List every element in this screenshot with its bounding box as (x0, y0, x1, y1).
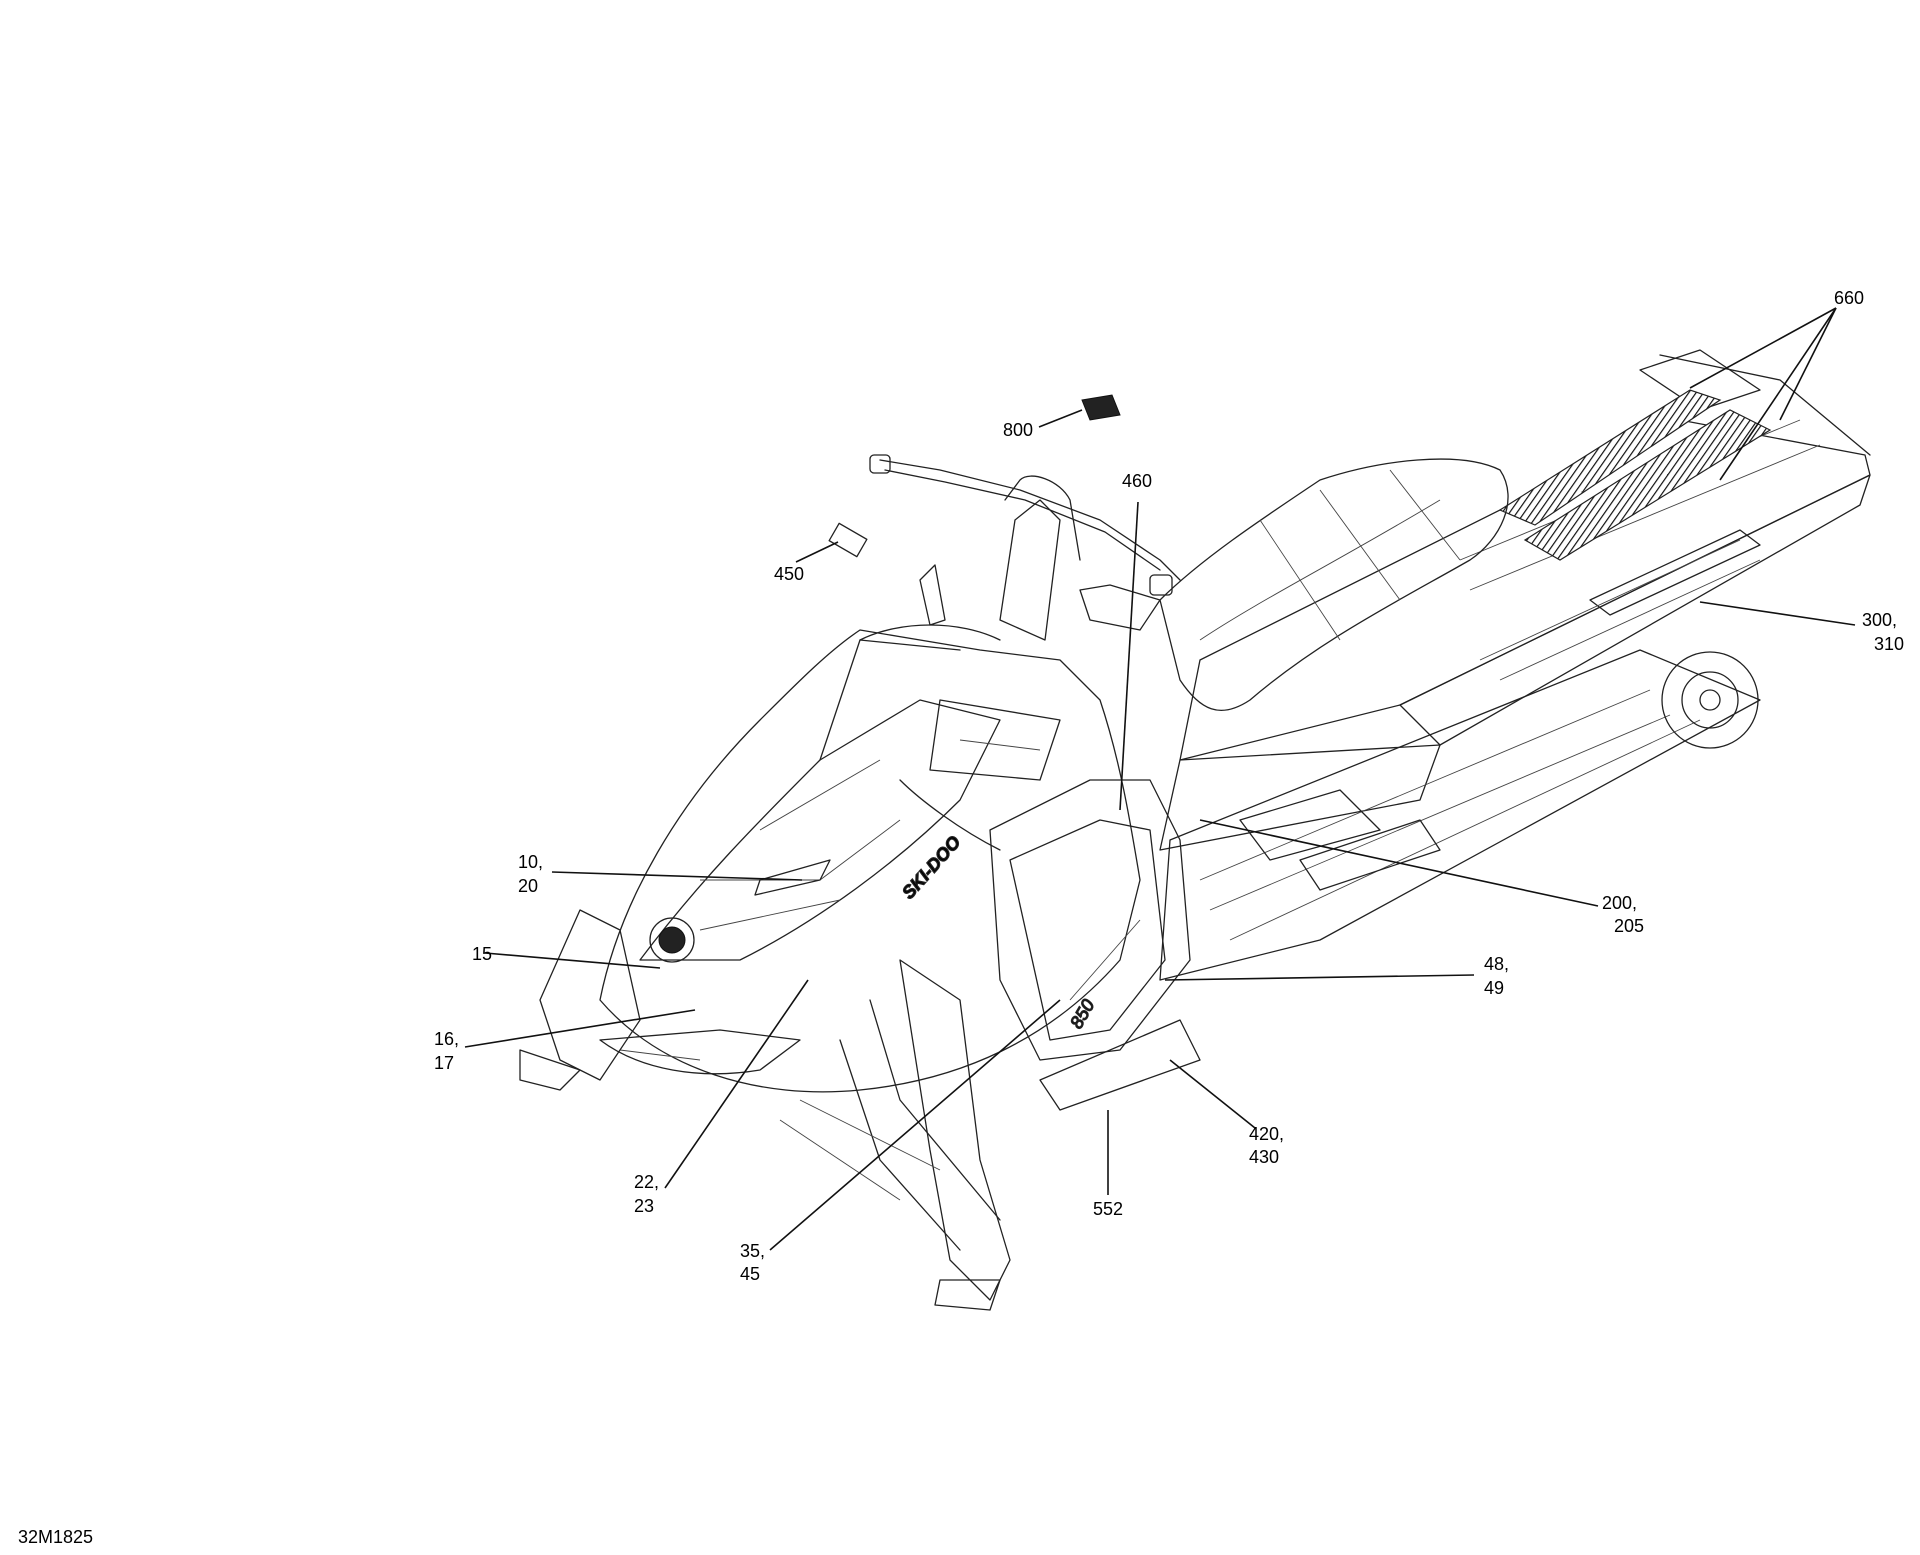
svg-text:850: 850 (1066, 996, 1098, 1032)
callout-420-430: 420, 430 (1249, 1124, 1289, 1167)
callout-300-310: 300, 310 (1862, 610, 1904, 654)
callout-200-205: 200, 205 (1602, 893, 1644, 936)
seat (1159, 458, 1509, 711)
handlebar (869, 454, 1181, 641)
callout-460: 460 (1122, 471, 1152, 491)
diagram-id: 32M1825 (18, 1527, 93, 1547)
callout-660: 660 (1834, 288, 1864, 308)
callout-450: 450 (774, 564, 804, 584)
decal-450-piece (828, 522, 868, 558)
decal-800-piece (1081, 394, 1121, 421)
hood: SKI-DOO (599, 624, 1141, 1093)
callout-10-20: 10, 20 (518, 852, 548, 896)
callout-22-23: 22, 23 (634, 1172, 664, 1216)
callout-16-17: 16, 17 (434, 1029, 464, 1073)
callout-labels: 660 800 460 450 300, 310 10, 20 200, 205… (434, 288, 1904, 1284)
track (1159, 649, 1761, 981)
tunnel (1159, 349, 1871, 851)
skis (519, 909, 1011, 1311)
leader-lines (464, 307, 1856, 1251)
callout-552: 552 (1093, 1199, 1123, 1219)
callout-15: 15 (472, 944, 492, 964)
callout-35-45: 35, 45 (740, 1241, 770, 1284)
side-panel: 850 (989, 779, 1201, 1111)
callout-800: 800 (1003, 420, 1033, 440)
svg-text:SKI-DOO: SKI-DOO (898, 832, 964, 903)
callout-48-49: 48, 49 (1484, 954, 1514, 998)
headlight (599, 859, 831, 1075)
